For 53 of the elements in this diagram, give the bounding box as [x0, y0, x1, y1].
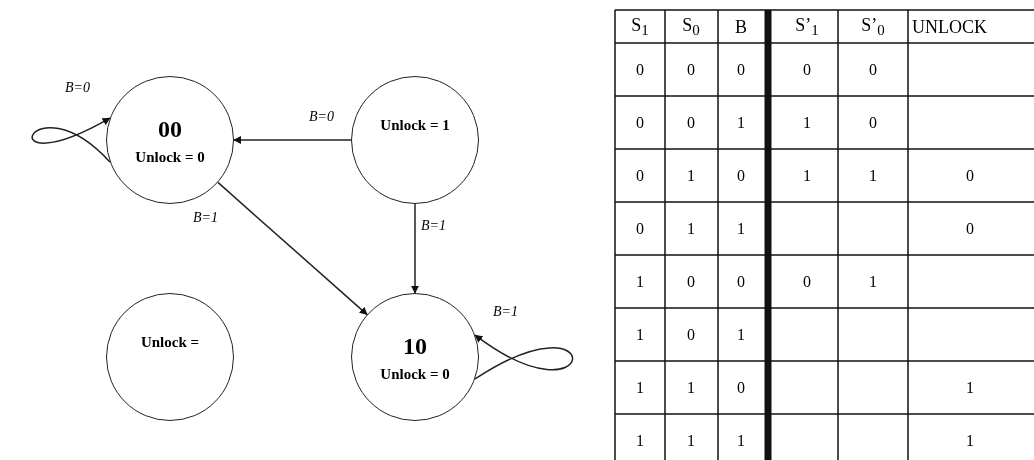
- transition-arrow: [217, 181, 368, 316]
- table-value: 1: [636, 325, 644, 344]
- transition-arrow: [474, 334, 574, 380]
- transition-arrow: [411, 203, 419, 294]
- transition-arrow: [31, 117, 111, 163]
- output-label: Unlock = 0: [135, 148, 205, 166]
- column-header: S$_{0}$: [682, 14, 700, 40]
- state-code: 00: [158, 114, 182, 143]
- column-header: S$_{1}$: [631, 14, 649, 40]
- table-value: 0: [803, 60, 811, 79]
- state-code: 10: [403, 331, 427, 360]
- table-value: 1: [687, 166, 695, 185]
- output-label: Unlock = 0: [380, 365, 450, 383]
- table-value: 0: [869, 60, 877, 79]
- table-value: 0: [966, 219, 974, 238]
- table-value: 0: [737, 166, 745, 185]
- table-value: 0: [737, 272, 745, 291]
- table-value: 0: [636, 166, 644, 185]
- table-value: 0: [966, 166, 974, 185]
- table-value: 1: [687, 378, 695, 397]
- table-value: 1: [869, 272, 877, 291]
- table-value: 0: [687, 325, 695, 344]
- table-value: 0: [636, 113, 644, 132]
- table-value: 1: [737, 431, 745, 450]
- column-header: UNLOCK: [912, 16, 987, 38]
- transition-arrow: [233, 136, 352, 144]
- output-label: Unlock = 1: [380, 117, 450, 134]
- table-value: 1: [966, 431, 974, 450]
- column-header: B: [735, 16, 747, 38]
- table-value: 0: [636, 219, 644, 238]
- table-value: 0: [737, 60, 745, 79]
- table-value: 0: [737, 378, 745, 397]
- table-value: 0: [636, 60, 644, 79]
- column-header: S’$_{1}$: [795, 14, 819, 40]
- table-value: 0: [687, 113, 695, 132]
- table-value: 1: [687, 219, 695, 238]
- table-value: 1: [636, 378, 644, 397]
- table-value: 0: [803, 272, 811, 291]
- table-value: 1: [737, 113, 745, 132]
- table-value: 1: [737, 219, 745, 238]
- table-value: 0: [687, 60, 695, 79]
- table-value: 1: [803, 113, 811, 132]
- table-value: 1: [869, 166, 877, 185]
- table-value: 0: [869, 113, 877, 132]
- table-value: 1: [636, 431, 644, 450]
- table-value: 1: [966, 378, 974, 397]
- output-label: Unlock =: [140, 334, 200, 351]
- table-value: 0: [687, 272, 695, 291]
- table-value: 1: [636, 272, 644, 291]
- table-value: 1: [737, 325, 745, 344]
- column-header: S’$_{0}$: [861, 14, 885, 40]
- table-value: 1: [687, 431, 695, 450]
- table-value: 1: [803, 166, 811, 185]
